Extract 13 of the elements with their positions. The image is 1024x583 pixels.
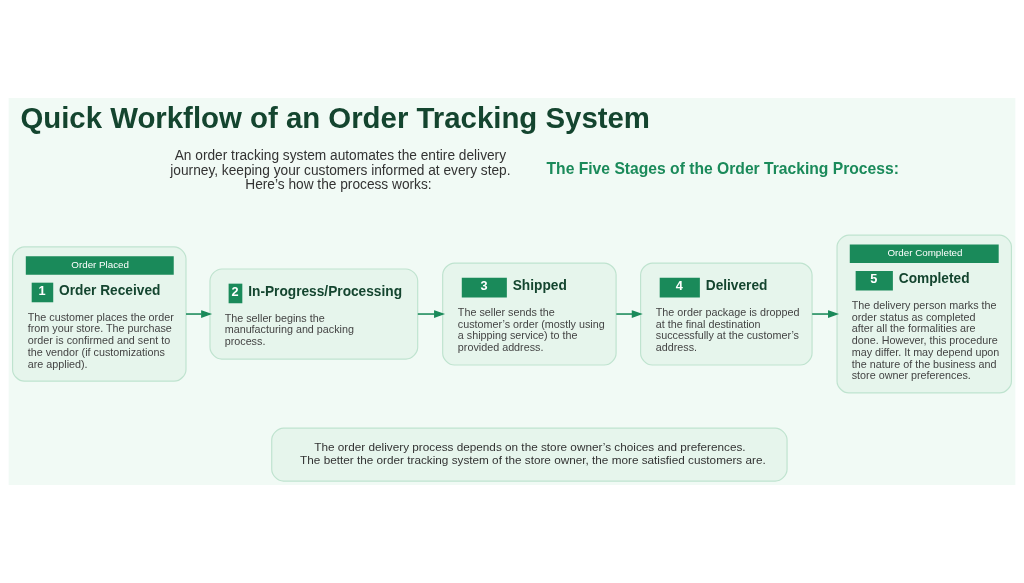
label: An order tracking system automates the entire delivery journey, keeping your customers informed at every step. Here’s how the process works: [170, 147, 511, 193]
node-box: Order Completed 5 Completed The delivery person marks the order status as completed after all the formalities are done. However, this procedure may differ. It may depend upon the nature of the business and store owner preferences. [836, 234, 1012, 394]
label: The Five Stages of the Order Tracking Process: [546, 159, 899, 177]
node-box: The order delivery process depends on the store owner’s choices and preferences. The better the order tracking system of the store owner, the more satisfied customers are. [271, 427, 788, 482]
node-box: 3 Shipped The seller sends the customer’s order (mostly using a shipping service) to the provided address. [442, 262, 617, 366]
node-box: Order Placed 1 Order Received The customer places the order from your store. The purchase order is confirmed and sent to the vendor (if customizations are applied). [12, 246, 187, 382]
node-box: 4 Delivered The order package is dropped at the final destination successfully at the customer’s address. [640, 262, 813, 366]
arrow [417, 310, 446, 318]
node-box: 2 In-Progress/Processing The seller begins the manufacturing and packing process. [209, 268, 419, 360]
arrow [185, 310, 213, 318]
diagram-title: Quick Workflow of an Order Tracking System [20, 101, 650, 135]
arrow [615, 310, 643, 318]
arrow [811, 310, 840, 318]
